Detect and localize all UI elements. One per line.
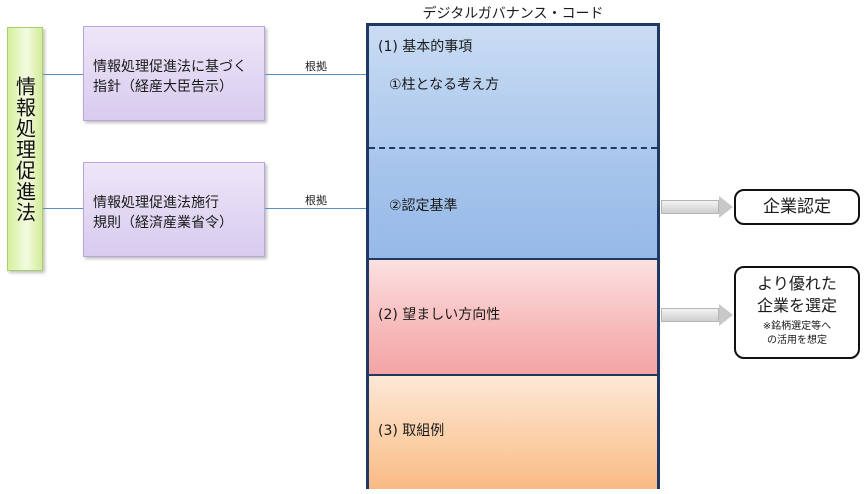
selection-arrow-body bbox=[661, 308, 719, 322]
ordinance-line2: 規則（経済産業省令） bbox=[93, 215, 233, 231]
selection-line2: 企業を選定 bbox=[756, 296, 837, 315]
guideline-line1: 情報処理促進法に基づく bbox=[93, 59, 247, 75]
desirable-section-label: (2) 望ましい方向性 bbox=[378, 307, 501, 323]
certification-arrow-body bbox=[661, 200, 719, 214]
examples-section: (3) 取組例 bbox=[369, 374, 657, 489]
desirable-section: (2) 望ましい方向性 bbox=[369, 258, 657, 374]
guideline-box: 情報処理促進法に基づく 指針（経産大臣告示） bbox=[83, 26, 265, 121]
criteria-label: ②認定基準 bbox=[389, 198, 458, 214]
law-guideline-connector bbox=[43, 74, 83, 75]
guideline-basis-label: 根拠 bbox=[305, 60, 327, 73]
guideline-basis-connector bbox=[265, 74, 367, 75]
ordinance-basis-connector bbox=[265, 208, 367, 209]
basic-section-label: (1) 基本的事項 bbox=[378, 39, 473, 55]
basic-section: (1) 基本的事項 ①柱となる考え方 ②認定基準 bbox=[369, 26, 657, 258]
law-label: 情報処理促進法 bbox=[12, 75, 37, 223]
certification-box: 企業認定 bbox=[734, 189, 860, 225]
certification-arrow-head bbox=[719, 196, 733, 218]
pillars-label: ①柱となる考え方 bbox=[389, 77, 500, 93]
digital-governance-code-frame: (1) 基本的事項 ①柱となる考え方 ②認定基準 (2) 望ましい方向性 (3)… bbox=[366, 23, 660, 489]
selection-note-line1: ※銘柄選定等へ bbox=[762, 321, 832, 332]
certification-label: 企業認定 bbox=[763, 197, 831, 217]
law-ordinance-connector bbox=[43, 208, 83, 209]
selection-note-line2: の活用を想定 bbox=[767, 335, 827, 346]
selection-arrow-head bbox=[719, 304, 733, 326]
section-divider-dashed bbox=[369, 147, 657, 149]
ordinance-basis-label: 根拠 bbox=[305, 194, 327, 207]
code-title: デジタルガバナンス・コード bbox=[422, 6, 604, 22]
ordinance-line1: 情報処理促進法施行 bbox=[93, 195, 219, 211]
examples-section-label: (3) 取組例 bbox=[378, 423, 445, 439]
selection-box: より優れた 企業を選定 ※銘柄選定等へ の活用を想定 bbox=[734, 266, 860, 359]
law-box: 情報処理促進法 bbox=[7, 27, 43, 271]
ordinance-box: 情報処理促進法施行 規則（経済産業省令） bbox=[83, 162, 265, 257]
selection-line1: より優れた bbox=[757, 274, 837, 293]
guideline-line2: 指針（経産大臣告示） bbox=[93, 79, 233, 95]
